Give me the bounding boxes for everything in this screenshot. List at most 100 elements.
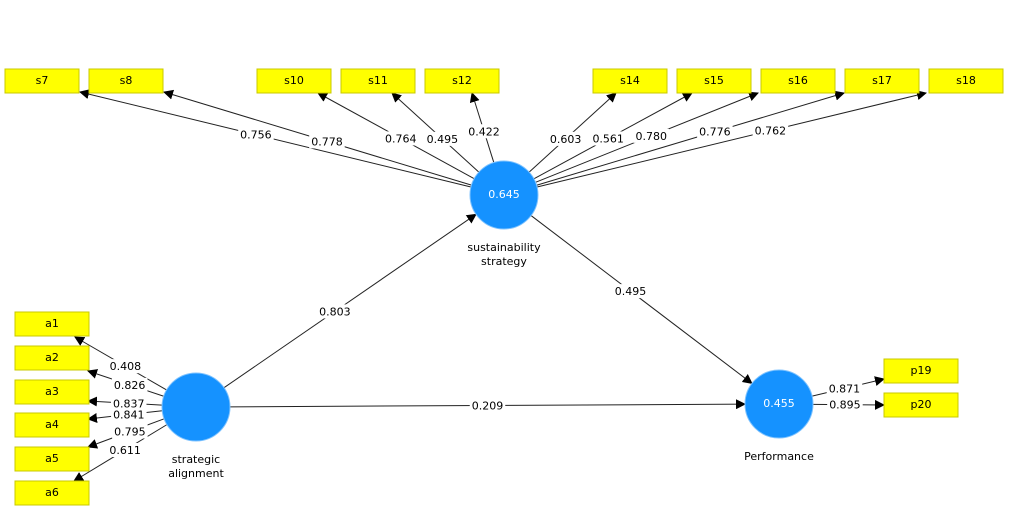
- loading-arrow-s7[interactable]: [79, 89, 472, 188]
- indicator-name: a1: [45, 317, 59, 330]
- indicator-a5[interactable]: a5: [14, 446, 90, 472]
- indicator-s11[interactable]: s11: [340, 68, 416, 94]
- loading-label-s15: 0.561: [590, 131, 626, 146]
- loading-label-s18: 0.762: [752, 123, 789, 138]
- coefficient-text: 0.841: [113, 408, 145, 421]
- label-background: [752, 123, 789, 138]
- label-background: [697, 124, 733, 139]
- coefficient-text: 0.780: [635, 130, 667, 143]
- label-background: [317, 304, 353, 319]
- loading-label-s17: 0.776: [697, 124, 733, 139]
- label-background: [826, 381, 863, 396]
- loading-label-s11: 0.495: [424, 131, 461, 146]
- path-arrow-SA-SS[interactable]: [223, 213, 477, 389]
- coefficient-text: 0.495: [427, 133, 459, 146]
- label-background: [111, 407, 147, 422]
- indicator-a2[interactable]: a2: [14, 345, 90, 371]
- coefficient-text: 0.561: [592, 132, 624, 145]
- label-background: [547, 131, 584, 146]
- loading-label-a4: 0.841: [111, 407, 147, 422]
- indicator-box[interactable]: [928, 68, 1004, 94]
- indicator-box[interactable]: [256, 68, 332, 94]
- indicator-box[interactable]: [14, 446, 90, 472]
- coefficient-text: 0.422: [468, 125, 500, 138]
- coefficient-text: 0.795: [114, 425, 146, 438]
- latent-circle[interactable]: [161, 372, 231, 442]
- indicator-name: s12: [452, 74, 472, 87]
- indicator-s15[interactable]: s15: [676, 68, 752, 94]
- latent-name-line: alignment: [168, 467, 224, 480]
- indicator-box[interactable]: [676, 68, 752, 94]
- indicator-name: s16: [788, 74, 808, 87]
- label-background: [383, 131, 419, 146]
- indicator-p20[interactable]: p20: [883, 392, 959, 418]
- indicator-p19[interactable]: p19: [883, 358, 959, 384]
- indicator-box[interactable]: [4, 68, 80, 94]
- loading-label-s16: 0.780: [633, 128, 669, 143]
- coefficient-text: 0.871: [829, 382, 861, 395]
- indicator-box[interactable]: [424, 68, 500, 94]
- loading-arrow-s18[interactable]: [536, 90, 927, 188]
- indicator-box[interactable]: [14, 379, 90, 405]
- label-background: [110, 396, 147, 411]
- label-background: [238, 127, 274, 142]
- coefficient-text: 0.603: [550, 133, 582, 146]
- loading-label-a6: 0.611: [107, 442, 143, 457]
- loading-label-a1: 0.408: [107, 359, 144, 374]
- indicator-s8[interactable]: s8: [88, 68, 164, 94]
- coefficient-text: 0.826: [114, 379, 146, 392]
- indicator-a6[interactable]: a6: [14, 480, 90, 506]
- coefficient-text: 0.837: [113, 397, 145, 410]
- indicator-box[interactable]: [592, 68, 668, 94]
- indicator-name: a5: [45, 452, 59, 465]
- path-arrow-SS-P[interactable]: [530, 215, 753, 385]
- indicator-box[interactable]: [883, 358, 959, 384]
- indicator-box[interactable]: [14, 345, 90, 371]
- indicator-box[interactable]: [760, 68, 836, 94]
- indicator-name: s14: [620, 74, 640, 87]
- indicator-box[interactable]: [340, 68, 416, 94]
- indicator-s16[interactable]: s16: [760, 68, 836, 94]
- indicator-box[interactable]: [844, 68, 920, 94]
- indicator-a1[interactable]: a1: [14, 311, 90, 337]
- label-background: [424, 131, 461, 146]
- loading-arrow-s17[interactable]: [536, 90, 845, 186]
- latent-name-line: Performance: [744, 450, 814, 463]
- indicator-box[interactable]: [88, 68, 164, 94]
- label-background: [309, 134, 345, 149]
- indicator-box[interactable]: [883, 392, 959, 418]
- indicator-s12[interactable]: s12: [424, 68, 500, 94]
- indicator-a4[interactable]: a4: [14, 412, 90, 438]
- loading-label-s7: 0.756: [238, 127, 274, 142]
- coefficient-text: 0.209: [472, 400, 504, 413]
- indicator-box[interactable]: [14, 480, 90, 506]
- indicator-s18[interactable]: s18: [928, 68, 1004, 94]
- latent-circle[interactable]: [469, 160, 539, 230]
- indicator-s7[interactable]: s7: [4, 68, 80, 94]
- label-background: [633, 128, 669, 143]
- indicator-name: s8: [120, 74, 133, 87]
- indicator-s17[interactable]: s17: [844, 68, 920, 94]
- label-background: [111, 377, 148, 392]
- indicator-name: p20: [911, 398, 932, 411]
- indicator-s10[interactable]: s10: [256, 68, 332, 94]
- indicator-a3[interactable]: a3: [14, 379, 90, 405]
- indicator-box[interactable]: [14, 412, 90, 438]
- latent-circle[interactable]: [744, 369, 814, 439]
- loading-label-s10: 0.764: [383, 131, 419, 146]
- indicator-name: p19: [911, 364, 932, 377]
- r-squared-value: 0.455: [763, 397, 795, 410]
- label-background: [112, 424, 148, 439]
- label-background: [466, 124, 502, 139]
- indicator-box[interactable]: [14, 311, 90, 337]
- label-background: [827, 397, 863, 412]
- indicator-s14[interactable]: s14: [592, 68, 668, 94]
- coefficient-text: 0.495: [615, 285, 647, 298]
- coefficient-text: 0.611: [109, 444, 141, 457]
- coefficient-text: 0.764: [385, 132, 417, 145]
- loading-label-a3: 0.837: [110, 396, 147, 411]
